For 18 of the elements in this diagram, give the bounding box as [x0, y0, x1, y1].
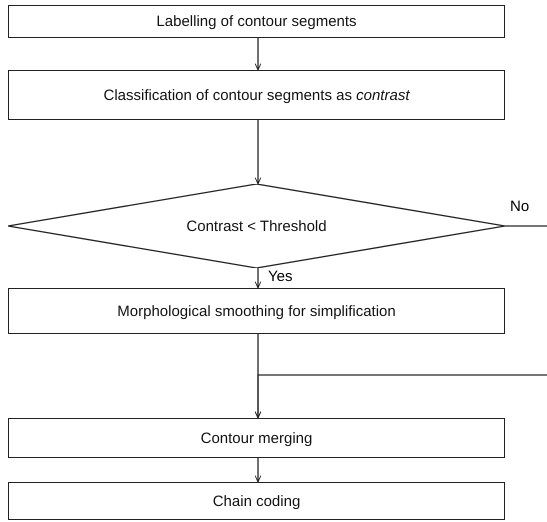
process-box	[8, 418, 505, 458]
decision-diamond	[8, 184, 505, 268]
node-text: Morphological smoothing for simplification	[117, 302, 396, 322]
node-text: Labelling of contour segments	[156, 12, 357, 32]
arrow	[254, 268, 262, 288]
arrow	[254, 458, 262, 482]
process-box	[8, 482, 505, 520]
process-box	[8, 5, 505, 38]
node-text: Contour merging	[200, 428, 312, 448]
arrow	[254, 374, 547, 418]
arrow	[254, 120, 262, 184]
process-box	[8, 70, 505, 120]
node-text: Chain coding	[212, 492, 300, 512]
connector-line	[505, 225, 547, 227]
arrow	[254, 38, 262, 70]
node-text: Contrast < Threshold	[186, 216, 327, 236]
node-text: Classification of contour segments as contrast	[104, 86, 410, 106]
process-box	[8, 288, 505, 334]
